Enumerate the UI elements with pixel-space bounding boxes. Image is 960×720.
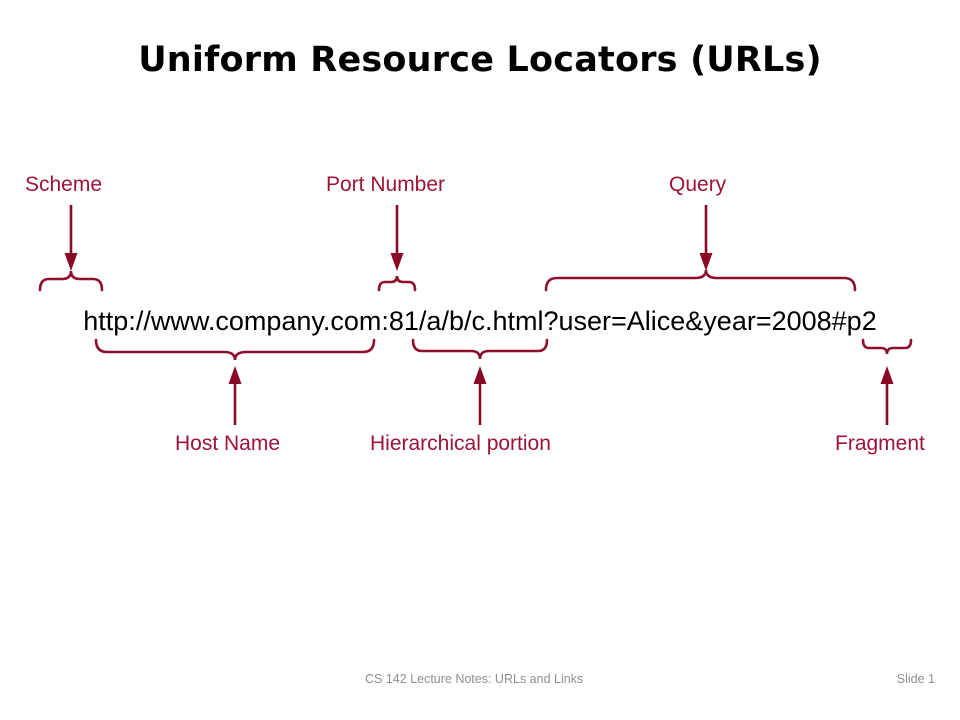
arrow-down-query: [699, 205, 713, 271]
annotation-label-query: Query: [669, 173, 727, 196]
url-example-text: http://www.company.com:81/a/b/c.html?use…: [83, 306, 877, 336]
arrow-up-fragment: [880, 366, 894, 425]
brace-query: [544, 269, 857, 292]
footer-course-label: CS 142 Lecture Notes: URLs and Links: [365, 672, 584, 686]
annotation-label-scheme: Scheme: [25, 173, 103, 196]
brace-port-number: [377, 275, 417, 292]
annotation-label-fragment: Fragment: [835, 432, 925, 455]
footer-slide-number: Slide 1: [896, 672, 935, 686]
arrow-up-hierarchical-portion: [473, 366, 487, 425]
brace-fragment: [861, 338, 913, 355]
brace-hierarchical-portion: [411, 338, 549, 360]
annotation-label-hierarchical-portion: Hierarchical portion: [370, 432, 551, 455]
slide-footer: CS 142 Lecture Notes: URLs and Links Sli…: [365, 672, 935, 686]
brace-scheme: [38, 270, 104, 292]
annotation-label-host-name: Host Name: [175, 432, 281, 455]
arrow-down-scheme: [64, 205, 78, 271]
arrow-up-host-name: [228, 366, 242, 425]
annotation-label-port-number: Port Number: [326, 173, 446, 196]
arrow-down-port-number: [390, 205, 404, 271]
brace-host-name: [94, 338, 376, 361]
page-title: Uniform Resource Locators (URLs): [138, 40, 822, 80]
